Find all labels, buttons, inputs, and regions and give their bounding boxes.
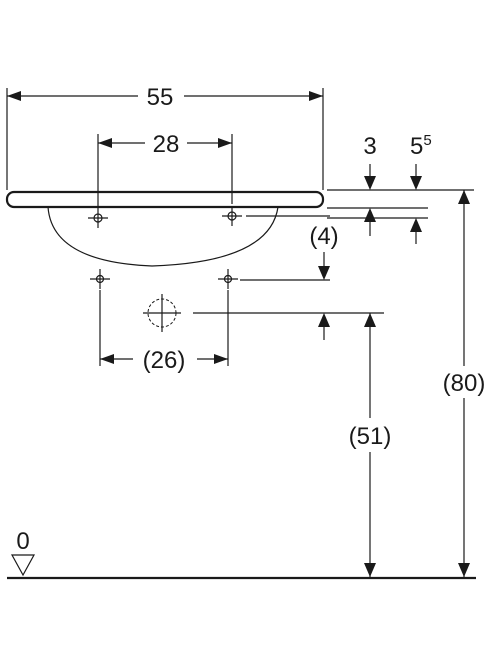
dimension-rim-depth: 55 [327, 132, 432, 244]
washbasin-bowl [47, 206, 279, 267]
floor-level-triangle-icon [10, 554, 36, 577]
waste-outlet-icon [143, 294, 181, 332]
dimension-overall-width: 55 [6, 84, 324, 190]
rim-height-label: (80) [443, 370, 486, 397]
washbasin-rim [5, 190, 325, 209]
tap-hole-right-icon [222, 206, 242, 226]
supply-right-icon [218, 269, 238, 289]
dimension-waste-height: (51) [193, 312, 392, 577]
waste-height-label: (51) [349, 423, 392, 450]
tap-hole-spacing-label: 28 [153, 131, 180, 158]
overflow-offset-label: (4) [309, 223, 338, 250]
washbasin-outline [5, 190, 325, 267]
dimension-tap-hole-spacing: 28 [97, 131, 233, 206]
tap-hole-crosses [88, 206, 242, 332]
floor-level-label: 0 [16, 528, 29, 555]
tap-hole-left-icon [88, 208, 108, 228]
dimension-waste-spacing: (26) [99, 290, 229, 374]
waste-spacing-label: (26) [143, 347, 186, 374]
floor-reference: 0 [7, 528, 476, 580]
dimension-rim-thickness: 3 [327, 133, 474, 236]
overall-width-label: 55 [147, 84, 174, 111]
supply-left-icon [90, 269, 110, 289]
rim-thickness-label: 3 [363, 133, 376, 160]
rim-depth-label: 55 [410, 132, 432, 160]
dimension-rim-height: (80) [443, 190, 486, 577]
dimension-overflow-offset: (4) [240, 215, 339, 281]
